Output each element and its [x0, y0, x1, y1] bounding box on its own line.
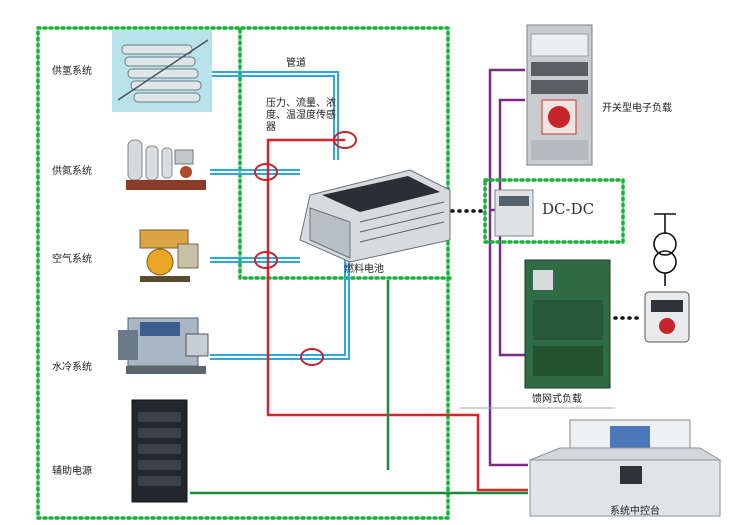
transformer-symbol	[653, 213, 677, 286]
label-fuel-cell: 燃料电池	[344, 264, 384, 275]
label-dcdc: DC-DC	[542, 200, 595, 218]
label-nitrogen-supply: 供氮系统	[52, 166, 92, 177]
grid-load-image	[524, 259, 611, 389]
air-compressor-image	[139, 229, 199, 282]
nitrogen-unit-image	[126, 139, 206, 190]
label-air-system: 空气系统	[52, 254, 92, 265]
label-hydrogen-supply: 供氢系统	[52, 66, 92, 77]
water-cooling-image	[118, 317, 209, 374]
energy-meter-image	[644, 291, 690, 343]
sensor-ring-water	[300, 348, 324, 366]
subsystem-group-box	[36, 26, 450, 520]
control-console-image	[529, 419, 722, 517]
hydrogen-cylinder-image	[112, 30, 212, 112]
group-divider	[238, 28, 452, 280]
sensor-ring-nitrogen	[254, 163, 278, 181]
dcdc-module-image	[494, 189, 534, 237]
aux-power-rack-image	[131, 399, 188, 503]
sensor-ring-air	[254, 251, 278, 269]
label-sensors: 压力、流量、浓度、温湿度传感器	[266, 98, 336, 133]
electronic-load-image	[526, 24, 593, 166]
label-aux-power: 辅助电源	[52, 466, 92, 477]
fuel-cell-image	[299, 169, 451, 263]
label-water-cooling: 水冷系统	[52, 362, 92, 373]
dcdc-group-box	[483, 178, 625, 244]
signal-lines	[266, 138, 528, 492]
label-grid-load: 馈网式负载	[532, 394, 582, 405]
label-pipeline: 管道	[286, 58, 306, 69]
label-control-console: 系统中控台	[610, 506, 660, 517]
label-electronic-load: 开关型电子负载	[602, 103, 672, 114]
sensor-ring-top	[333, 131, 357, 149]
